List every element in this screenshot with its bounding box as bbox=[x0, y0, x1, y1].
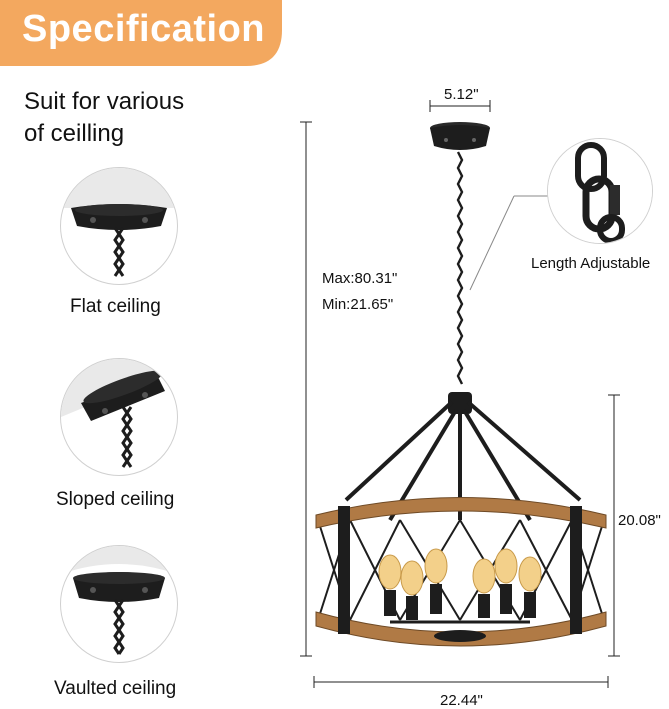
spec-banner: Specification bbox=[0, 0, 282, 66]
flat-ceiling-canopy-icon bbox=[60, 167, 178, 285]
headline-line-1: Suit for various bbox=[24, 88, 185, 115]
vaulted-ceiling-caption: Vaulted ceiling bbox=[54, 678, 177, 699]
banner-shape bbox=[0, 0, 282, 66]
headline-line-2: of ceilling bbox=[24, 120, 125, 147]
body-height-label: 20.08" bbox=[618, 512, 661, 529]
cage-body bbox=[315, 497, 607, 647]
length-adjustable-label: Length Adjustable bbox=[531, 255, 651, 272]
min-height-label: Min:21.65" bbox=[322, 296, 394, 313]
vaulted-ceiling-canopy-icon bbox=[60, 545, 178, 663]
flat-ceiling-caption: Flat ceiling bbox=[70, 296, 161, 317]
canopy-width-dimension bbox=[429, 100, 491, 112]
max-height-label: Max:80.31" bbox=[322, 270, 398, 287]
body-height-dimension bbox=[608, 394, 620, 657]
carabiner-hook-icon bbox=[547, 138, 653, 244]
canopy-width-label: 5.12" bbox=[444, 86, 479, 103]
hanging-chain bbox=[456, 151, 464, 385]
top-hub bbox=[448, 392, 472, 414]
diameter-label: 22.44" bbox=[440, 692, 483, 709]
overall-height-dimension bbox=[300, 121, 312, 657]
sloped-ceiling-canopy-icon bbox=[60, 358, 178, 476]
sloped-ceiling-caption: Sloped ceiling bbox=[56, 489, 175, 510]
ceiling-canopy bbox=[430, 122, 490, 150]
banner-title: Specification bbox=[22, 8, 265, 50]
diameter-dimension bbox=[313, 676, 609, 688]
edison-bulbs bbox=[378, 548, 542, 596]
suitability-headline: Suit for various of ceilling bbox=[24, 86, 184, 150]
